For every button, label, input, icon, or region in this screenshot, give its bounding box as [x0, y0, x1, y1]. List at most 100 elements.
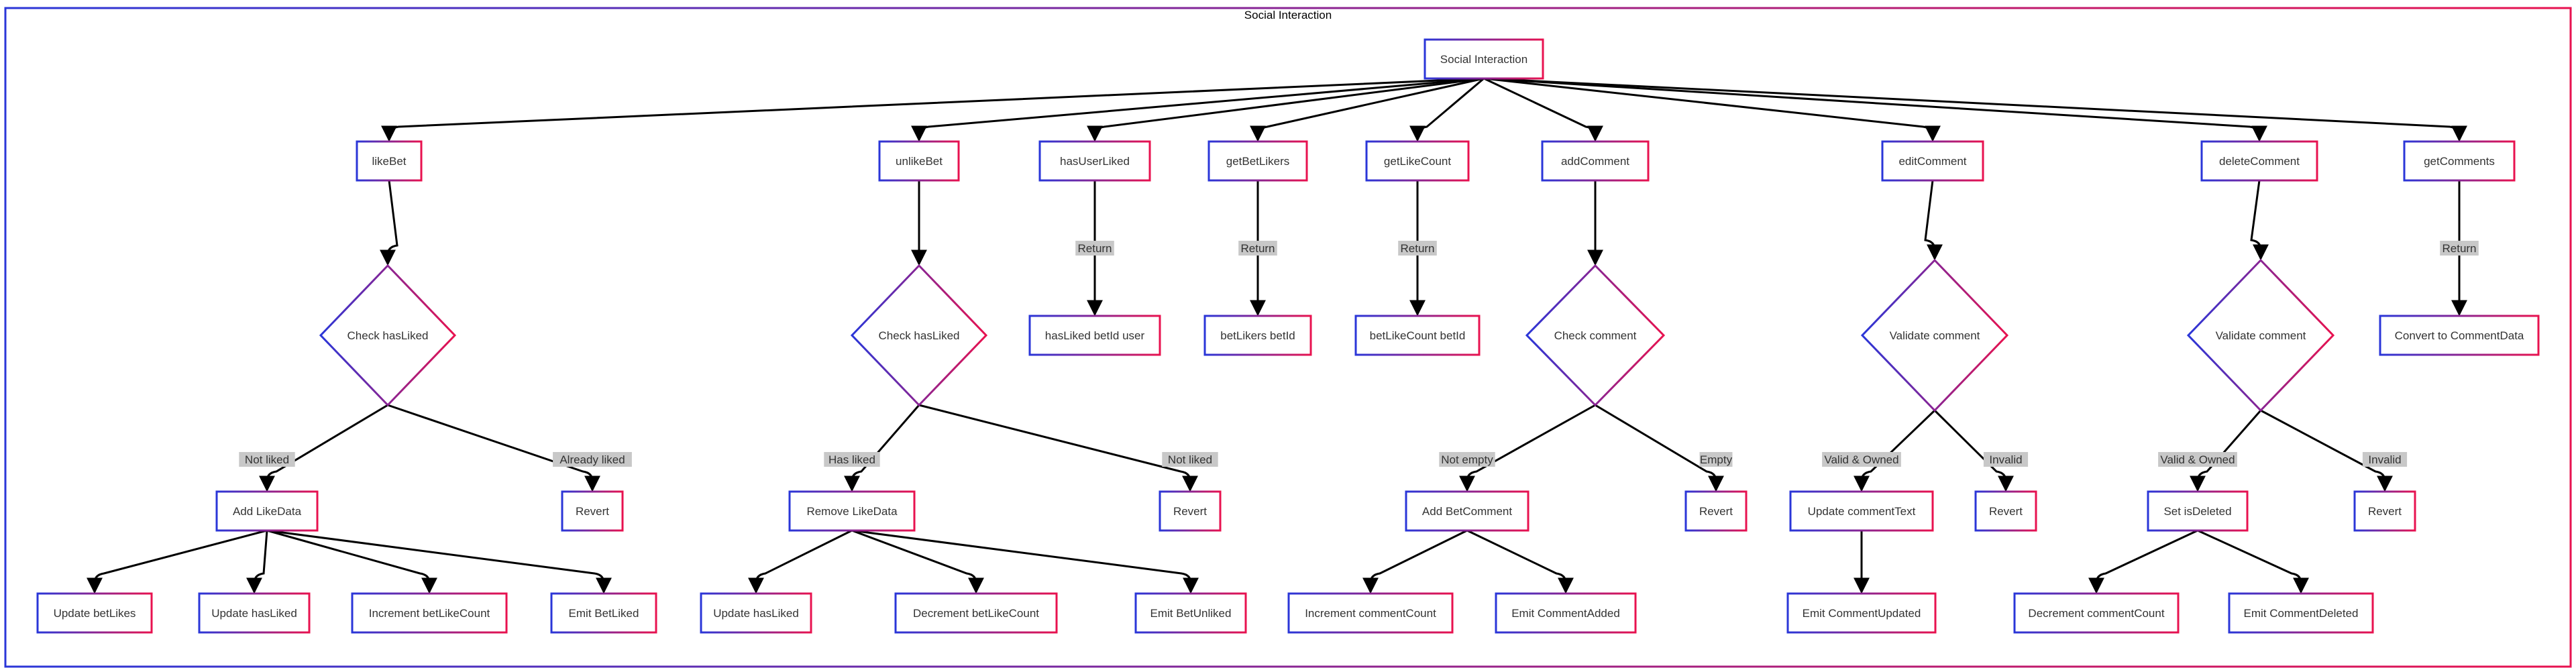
edge-label-text: Valid & Owned — [1824, 453, 1898, 466]
process-box — [700, 592, 812, 634]
process-box — [1028, 315, 1161, 356]
edge-label: Return — [1398, 241, 1437, 256]
edge-add-like-data-to-inc-like-count — [266, 529, 437, 594]
process-box — [1684, 490, 1748, 532]
process-box — [1974, 490, 2037, 532]
edge-label: Not liked — [239, 452, 295, 467]
edges-layer — [87, 77, 2467, 594]
node-label: getComments — [2424, 155, 2495, 168]
process-box — [2403, 140, 2516, 182]
node-label: Emit CommentAdded — [1511, 607, 1620, 620]
process-box — [1287, 592, 1454, 634]
process-box — [2379, 315, 2540, 356]
edge-root-to-get-bet-likers — [1250, 77, 1485, 142]
node-inc-like-count: Increment betLikeCount — [351, 592, 508, 634]
node-label: Revert — [1173, 505, 1207, 518]
node-label: Remove LikeData — [806, 505, 898, 518]
process-box — [1881, 140, 1984, 182]
node-label: Decrement betLikeCount — [913, 607, 1039, 620]
decision-diamond — [2186, 258, 2335, 412]
node-revert3: Revert — [1684, 490, 1748, 532]
edge-label-text: Invalid — [1989, 453, 2022, 466]
edge-label-background — [1439, 452, 1495, 467]
node-upd-bet-likes: Update betLikes — [36, 592, 153, 634]
node-label: Update hasLiked — [211, 607, 297, 620]
node-emit-added: Emit CommentAdded — [1495, 592, 1637, 634]
edge-label-background — [824, 452, 880, 467]
node-label: Emit CommentUpdated — [1803, 607, 1921, 620]
edge-label-background — [2362, 452, 2408, 467]
edge-label: Valid & Owned — [1822, 452, 1901, 467]
edge-check-like1-to-add-like-data — [259, 404, 388, 492]
process-box — [1786, 592, 1937, 634]
edge-check-comment-to-add-bet-comment — [1459, 404, 1596, 492]
node-label: Add BetComment — [1422, 505, 1512, 518]
node-label: Check comment — [1554, 329, 1637, 342]
edge-label-text: Return — [2442, 242, 2476, 255]
edge-label-text: Not liked — [245, 453, 289, 466]
edge-label-text: Valid & Owned — [2160, 453, 2235, 466]
node-unlike-bet: unlikeBet — [878, 140, 960, 182]
node-label: likeBet — [372, 155, 406, 168]
node-get-like-count: getLikeCount — [1365, 140, 1470, 182]
node-label: Decrement commentCount — [2028, 607, 2164, 620]
node-convert: Convert to CommentData — [2379, 315, 2540, 356]
nodes-layer: Social Interaction likeBet unlikeBet hasUse… — [36, 38, 2540, 634]
node-label: unlikeBet — [896, 155, 943, 168]
edge-label: Not empty — [1439, 452, 1495, 467]
edge-label-text: Has liked — [828, 453, 875, 466]
edge-edit-comment-to-validate1 — [1924, 180, 1943, 261]
node-label: deleteComment — [2219, 155, 2300, 168]
node-label: Update commentText — [1808, 505, 1916, 518]
process-box — [1208, 140, 1308, 182]
node-label: Validate comment — [2216, 329, 2306, 342]
edge-root-to-get-comments — [1483, 77, 2467, 142]
node-label: hasUserLiked — [1060, 155, 1130, 168]
process-box — [2013, 592, 2180, 634]
process-box — [550, 592, 657, 634]
node-check-like1: Check hasLiked — [319, 264, 457, 407]
node-upd-has-liked2: Update hasLiked — [700, 592, 812, 634]
edge-validate1-to-revert4 — [1933, 409, 2014, 492]
node-label: Social Interaction — [1440, 53, 1527, 66]
node-label: Emit BetLiked — [569, 607, 639, 620]
edge-label-background — [1162, 452, 1218, 467]
edge-remove-like-data-to-upd-has-liked2 — [748, 529, 853, 594]
edge-label-background — [1699, 452, 1733, 467]
edge-label-text: Invalid — [2368, 453, 2401, 466]
edge-label: Not liked — [1162, 452, 1218, 467]
edge-label-background — [553, 452, 632, 467]
edge-label-background — [1983, 452, 2029, 467]
node-check-comment: Check comment — [1525, 264, 1666, 407]
edge-add-like-data-to-emit-liked — [266, 529, 612, 594]
cluster-title: Social Interaction — [1244, 9, 1332, 21]
node-get-comments: getComments — [2403, 140, 2516, 182]
node-has-liked-ret: hasLiked betId user — [1028, 315, 1161, 356]
edge-add-bet-comment-to-inc-comment-count — [1362, 529, 1468, 594]
node-label: editComment — [1898, 155, 1966, 168]
edge-label-text: Return — [1077, 242, 1112, 255]
edge-add-like-data-to-upd-has-liked1 — [246, 530, 268, 594]
node-label: Revert — [1989, 505, 2023, 518]
node-update-text: Update commentText — [1789, 490, 1934, 532]
node-label: Convert to CommentData — [2395, 329, 2524, 342]
node-upd-has-liked1: Update hasLiked — [198, 592, 311, 634]
node-label: addComment — [1561, 155, 1629, 168]
edge-check-like1-to-revert1 — [387, 404, 600, 492]
node-get-bet-likers: getBetLikers — [1208, 140, 1308, 182]
edge-label: Invalid — [2362, 452, 2408, 467]
edge-label-text: Already liked — [559, 453, 625, 466]
node-set-deleted: Set isDeleted — [2147, 490, 2249, 532]
edge-label: Return — [2440, 241, 2479, 256]
node-emit-updated: Emit CommentUpdated — [1786, 592, 1937, 634]
node-dec-like-count: Decrement betLikeCount — [894, 592, 1058, 634]
process-box — [1541, 140, 1650, 182]
decision-diamond — [1860, 258, 2009, 412]
process-box — [1405, 490, 1529, 532]
node-label: getBetLikers — [1226, 155, 1290, 168]
node-revert1: Revert — [561, 490, 624, 532]
process-box — [2228, 592, 2374, 634]
node-label: Check hasLiked — [347, 329, 429, 342]
node-delete-comment: deleteComment — [2200, 140, 2318, 182]
